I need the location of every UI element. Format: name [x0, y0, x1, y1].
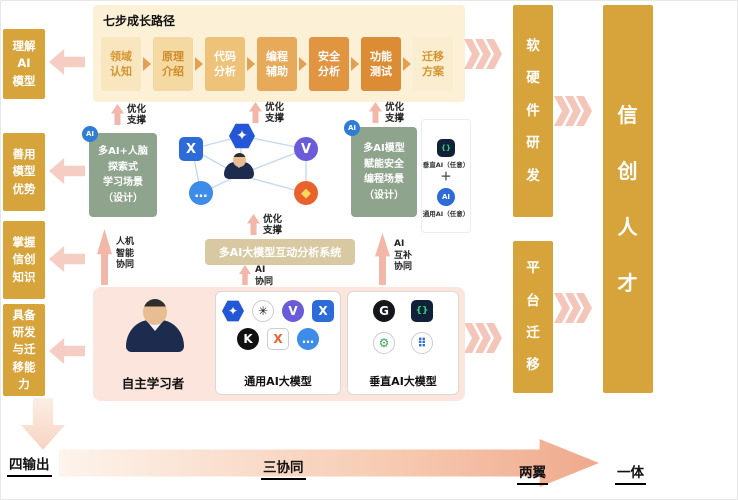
flow-arrow-icon [554, 96, 592, 126]
output-arrow-icon [49, 49, 85, 75]
orange-x-logo-icon: X [267, 328, 289, 350]
human-ai-collab-label: 人机 智能 协同 [97, 229, 134, 285]
blue-x-logo-icon: X [312, 300, 334, 322]
pillar-xinchuang-talent: 信 创 人 才 [603, 5, 653, 393]
up-arrow-icon [369, 102, 382, 123]
network-dots-logo-icon: ⠿ [411, 332, 433, 354]
support-label: 优化 支撑 [249, 102, 284, 125]
step-code-analysis: 代码 分析 [205, 37, 245, 91]
vertical-ai-logo-icon: {} [437, 138, 455, 157]
growth-path-panel: 七步成长路径 领域 认知 原理 介绍 代码 分析 编程 辅助 安全 分析 功能 … [93, 5, 465, 102]
general-ai-slot: AI [437, 184, 455, 206]
banner-two-wings: 两翼 [517, 461, 548, 485]
ai-network: X ✦ V … ◆ [159, 109, 347, 219]
step-arrow-icon [403, 57, 411, 71]
openai-logo-icon: ✳ [252, 300, 274, 322]
ai-combo-box: {} 垂直AI（任意） ＋ AI 通用AI（任意） [421, 119, 471, 233]
ai-collab-label: AI 协同 [239, 265, 273, 288]
chat-bubble-logo-icon: … [297, 328, 319, 350]
vertical-models-title: 垂直AI大模型 [369, 375, 437, 388]
ai-badge-icon: AI [82, 126, 98, 142]
support-label: 优化 支撑 [111, 104, 146, 127]
chat-bubble-logo-icon: … [189, 181, 213, 205]
flow-arrow-icon [554, 293, 592, 323]
support-label: 优化 支撑 [247, 214, 282, 237]
analysis-system-bar: 多AI大模型互动分析系统 [205, 239, 355, 265]
ability-rd-migration: 具备 研发 与迁 移能 力 [3, 304, 45, 396]
ai-badge-icon: AI [344, 120, 360, 136]
flow-arrow-icon [464, 39, 502, 69]
support-label: 优化 支撑 [369, 102, 404, 125]
purple-v-logo-icon: V [282, 300, 304, 322]
down-arrow-icon [21, 398, 65, 450]
blue-x-logo-icon: X [179, 137, 203, 161]
learner-avatar-icon [221, 153, 257, 179]
up-arrow-icon [111, 104, 124, 125]
flow-arrow-icon [464, 323, 502, 353]
scenario-exploratory-learning: AI 多AI+人脑 探索式 学习场景 （设计） [82, 126, 157, 217]
output-arrow-icon [49, 158, 85, 184]
up-arrow-icon [97, 229, 112, 285]
code-brackets-logo-icon: {} [411, 300, 433, 322]
output-arrow-icon [49, 338, 85, 364]
learner-avatar-icon [123, 299, 187, 352]
github-logo-icon: G [373, 300, 395, 322]
banner-four-outputs: 四输出 [7, 453, 52, 477]
step-arrow-icon [351, 57, 359, 71]
step-domain-cognition: 领域 认知 [101, 37, 141, 91]
vertical-models-icons: G {} ⚙ ⠿ [368, 300, 438, 354]
gear-logo-icon: ⚙ [373, 332, 395, 354]
learner-label: 自主学习者 [121, 376, 185, 391]
step-arrow-icon [143, 57, 151, 71]
step-function-test: 功能 测试 [361, 37, 401, 91]
banner-three-collab: 三协同 [261, 456, 306, 480]
step-arrow-icon [195, 57, 203, 71]
purple-v-logo-icon: V [294, 137, 318, 161]
vertical-ai-slot: {} [437, 135, 455, 157]
step-migration-plan: 迁移 方案 [413, 37, 453, 91]
banner-one-body: 一体 [615, 461, 646, 485]
step-coding-assist: 编程 辅助 [257, 37, 297, 91]
ability-xinchuang-knowledge: 掌握 信创 知识 [3, 221, 45, 299]
step-arrow-icon [299, 57, 307, 71]
up-arrow-icon [375, 233, 390, 285]
step-security-analysis: 安全 分析 [309, 37, 349, 91]
step-arrow-icon [247, 57, 255, 71]
vertical-ai-models-box: G {} ⚙ ⠿ 垂直AI大模型 [347, 291, 459, 395]
hexagon-logo-icon: ✦ [222, 300, 244, 322]
ability-understand-ai: 理解 AI 模型 [3, 29, 45, 99]
output-arrow-icon [49, 246, 85, 272]
flame-logo-icon: ◆ [294, 181, 318, 205]
pillar-platform-migration: 平 台 迁 移 [513, 241, 553, 393]
scenario-secure-coding: AI 多AI模型 赋能安全 编程场景 （设计） [344, 120, 417, 217]
general-ai-label: 通用AI（任意） [422, 209, 470, 218]
growth-path-title: 七步成长路径 [103, 14, 176, 28]
step-principle-intro: 原理 介绍 [153, 37, 193, 91]
plus-sign: ＋ [440, 169, 452, 183]
ability-use-models: 善用 模型 优势 [3, 133, 45, 211]
general-ai-logo-icon: AI [437, 187, 455, 206]
kimi-logo-icon: K [237, 328, 259, 350]
network-icons: X ✦ V … ◆ [159, 109, 347, 219]
up-arrow-icon [239, 265, 251, 285]
general-models-title: 通用AI大模型 [244, 375, 312, 388]
ai-complement-collab-label: AI 互补 协同 [375, 233, 412, 285]
vertical-ai-label: 垂直AI（任意） [422, 160, 470, 169]
hexagon-logo-icon: ✦ [229, 123, 255, 149]
growth-path-steps: 领域 认知 原理 介绍 代码 分析 编程 辅助 安全 分析 功能 测试 迁移 方… [101, 37, 453, 91]
pillar-software-hardware-rnd: 软 硬 件 研 发 [513, 5, 553, 217]
